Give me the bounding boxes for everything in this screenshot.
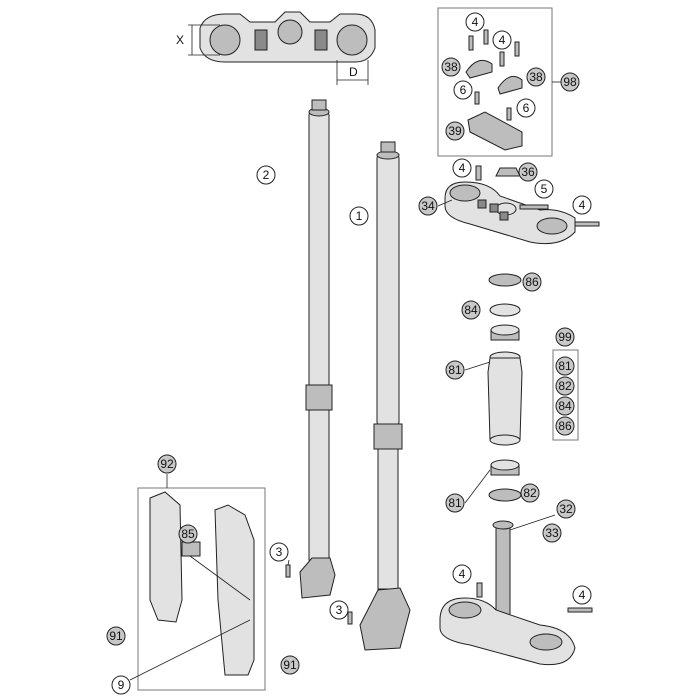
svg-text:91: 91 bbox=[109, 629, 123, 643]
fork-protector-box bbox=[137, 487, 266, 691]
bottom-triple-clamp bbox=[439, 520, 593, 666]
callout-fork-leg-right: 1 bbox=[349, 206, 369, 226]
svg-text:4: 4 bbox=[579, 588, 586, 602]
callout-dust-cap: 86 bbox=[522, 272, 542, 292]
callout-steering-stem-assembly: 32 bbox=[556, 499, 576, 519]
callout-fork-leg-left: 2 bbox=[256, 165, 276, 185]
callout-brake-line-guide: 85 bbox=[178, 524, 198, 544]
callout-protector-screw-right: 91 bbox=[280, 655, 300, 675]
bearing-stack bbox=[487, 273, 523, 502]
svg-text:81: 81 bbox=[448, 363, 462, 377]
fork-leg-right bbox=[359, 141, 411, 651]
callout-bearing-kit-item: 81 bbox=[555, 356, 575, 376]
svg-text:1: 1 bbox=[356, 209, 363, 223]
svg-text:4: 4 bbox=[472, 15, 479, 29]
callout-clamp-left: 38 bbox=[441, 57, 461, 77]
axle-bolt-right-shape bbox=[347, 611, 353, 625]
callout-protector-screw-left: 91 bbox=[106, 626, 126, 646]
fork-leg-left bbox=[299, 99, 336, 599]
svg-text:34: 34 bbox=[421, 199, 435, 213]
svg-text:3: 3 bbox=[276, 545, 283, 559]
svg-text:4: 4 bbox=[579, 198, 586, 212]
svg-text:91: 91 bbox=[283, 658, 297, 672]
dimension-d-label: D bbox=[349, 65, 358, 79]
callout-bearing-kit-item: 82 bbox=[555, 376, 575, 396]
svg-text:3: 3 bbox=[336, 603, 343, 617]
svg-text:86: 86 bbox=[558, 419, 572, 433]
bearing-kit-box bbox=[552, 349, 579, 441]
svg-text:38: 38 bbox=[529, 70, 543, 84]
svg-text:5: 5 bbox=[541, 182, 548, 196]
top-triple-clamp bbox=[444, 165, 600, 245]
callout-clamp-kit-bolt-a: 4 bbox=[465, 12, 485, 32]
callout-protector-bolt: 9 bbox=[111, 675, 131, 695]
svg-text:81: 81 bbox=[448, 496, 462, 510]
svg-text:99: 99 bbox=[558, 330, 572, 344]
callout-top-clamp-screw: 5 bbox=[534, 179, 554, 199]
svg-text:98: 98 bbox=[563, 75, 577, 89]
callout-top-clamp-bolt: 4 bbox=[452, 158, 472, 178]
callout-axle-bolt-right: 3 bbox=[329, 600, 349, 620]
callout-clamp-screw-a: 6 bbox=[453, 80, 473, 100]
callout-clamp-base: 39 bbox=[445, 121, 465, 141]
callout-upper-bearing: 81 bbox=[445, 360, 465, 380]
svg-text:92: 92 bbox=[160, 457, 174, 471]
svg-text:36: 36 bbox=[521, 165, 535, 179]
leader-lines bbox=[166, 199, 556, 566]
callout-top-triple-clamp: 34 bbox=[418, 196, 438, 216]
callout-steering-nut: 36 bbox=[518, 162, 538, 182]
callout-clamp-kit-bolt-b: 4 bbox=[492, 30, 512, 50]
callout-bearing-kit-item: 84 bbox=[555, 396, 575, 416]
svg-text:39: 39 bbox=[448, 124, 462, 138]
svg-text:82: 82 bbox=[558, 379, 572, 393]
svg-text:85: 85 bbox=[181, 527, 195, 541]
svg-text:33: 33 bbox=[545, 526, 559, 540]
top-clamp-dimension-drawing: X D bbox=[176, 11, 376, 85]
svg-text:6: 6 bbox=[460, 83, 467, 97]
clamp-kit-parts bbox=[465, 29, 523, 151]
fork-protectors bbox=[129, 491, 255, 681]
callout-lower-seal: 82 bbox=[520, 483, 540, 503]
callout-steering-stem: 33 bbox=[542, 523, 562, 543]
callout-axle-bolt-left: 3 bbox=[269, 542, 289, 562]
svg-text:86: 86 bbox=[525, 275, 539, 289]
callout-top-clamp-side-bolt: 4 bbox=[572, 195, 592, 215]
axle-bolt-left-shape bbox=[285, 564, 291, 578]
svg-text:2: 2 bbox=[263, 168, 270, 182]
svg-text:4: 4 bbox=[499, 33, 506, 47]
callout-bottom-clamp-bolt: 4 bbox=[452, 564, 472, 584]
svg-text:32: 32 bbox=[559, 502, 573, 516]
svg-text:81: 81 bbox=[558, 359, 572, 373]
callout-fork-protector-kit: 92 bbox=[157, 454, 177, 474]
svg-text:4: 4 bbox=[459, 161, 466, 175]
svg-text:82: 82 bbox=[523, 486, 537, 500]
dimension-x-label: X bbox=[176, 33, 184, 47]
svg-text:84: 84 bbox=[464, 303, 478, 317]
svg-text:9: 9 bbox=[118, 678, 125, 692]
callout-clamp-right: 38 bbox=[526, 67, 546, 87]
callout-bearing-kit-item: 86 bbox=[555, 416, 575, 436]
callout-lower-bearing: 81 bbox=[445, 493, 465, 513]
svg-text:4: 4 bbox=[459, 567, 466, 581]
svg-text:38: 38 bbox=[444, 60, 458, 74]
svg-text:6: 6 bbox=[523, 101, 530, 115]
callout-seal-ring: 84 bbox=[461, 300, 481, 320]
svg-text:84: 84 bbox=[558, 399, 572, 413]
callout-bottom-clamp-side-bolt: 4 bbox=[572, 585, 592, 605]
callout-clamp-kit: 98 bbox=[560, 72, 580, 92]
callout-clamp-screw-b: 6 bbox=[516, 98, 536, 118]
callout-bearing-kit: 99 bbox=[555, 327, 575, 347]
